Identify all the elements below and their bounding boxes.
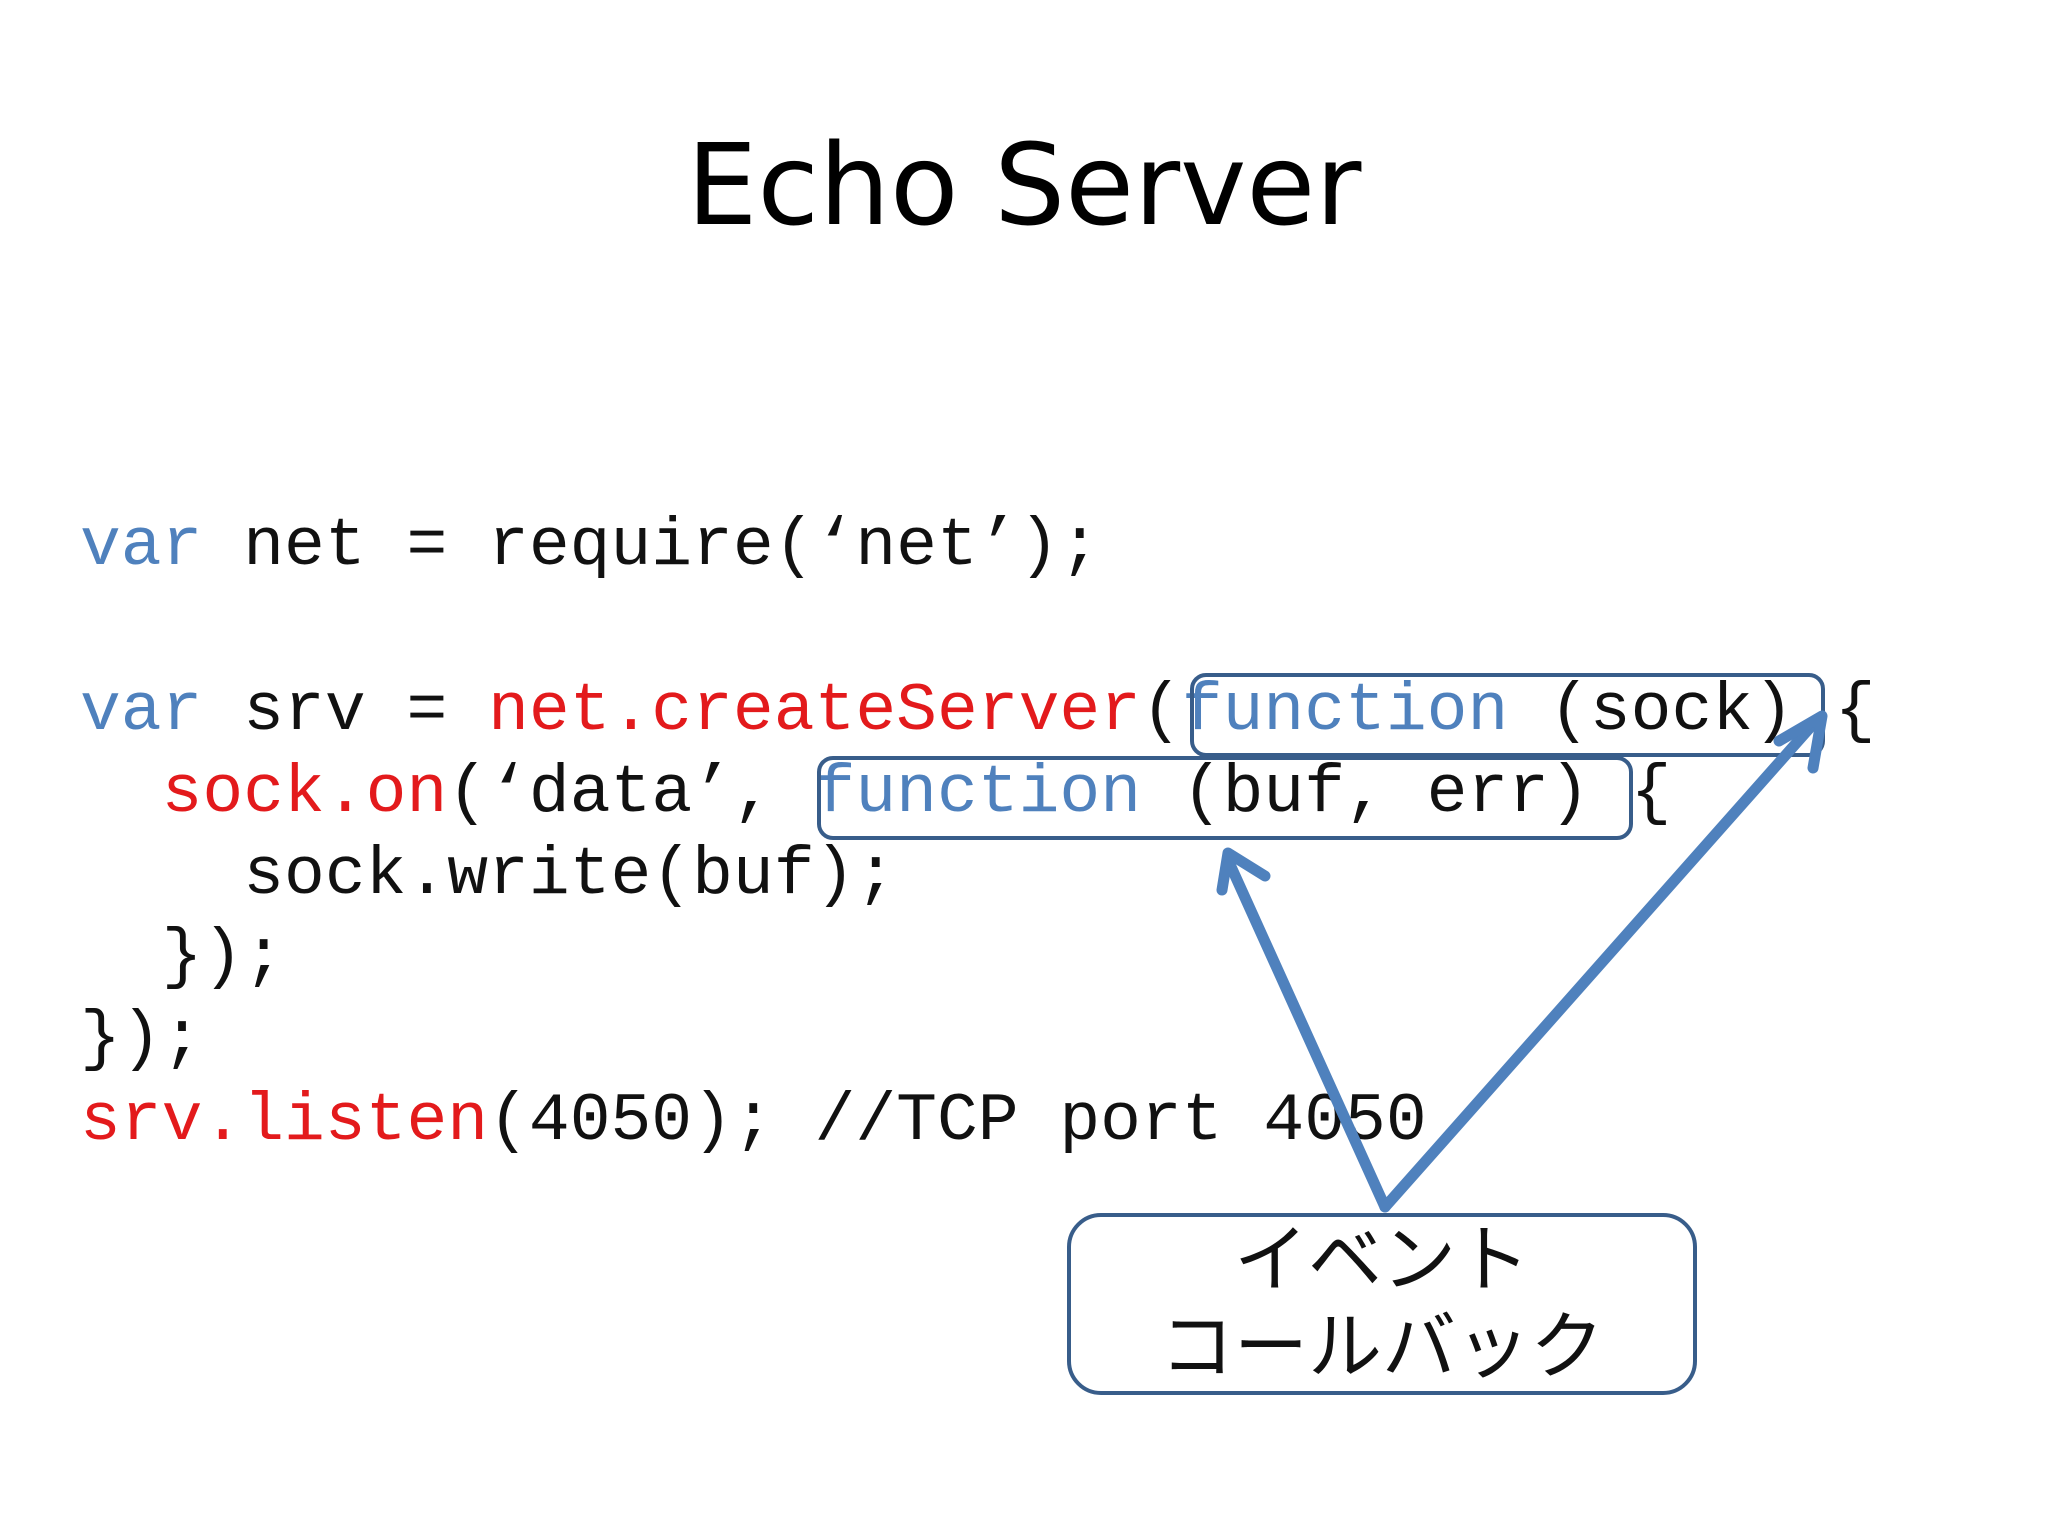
code-line-sock-write: sock.write(buf); (80, 837, 897, 914)
code-text: (‘data’, (447, 755, 815, 832)
highlight-box-sock-callback (1190, 673, 1825, 757)
code-line-close-outer: }); (80, 1001, 203, 1078)
arrow-to-sock-callback (1379, 716, 1821, 1213)
code-text: ( (1140, 673, 1182, 750)
event-callback-label-box: イベント コールバック (1067, 1213, 1697, 1395)
keyword-var: var (80, 508, 203, 585)
event-callback-label-line2: コールバック (1160, 1304, 1604, 1390)
arrow-to-data-callback (1222, 854, 1391, 1213)
slide-title: Echo Server (686, 121, 1362, 251)
create-server-call: net.createServer (488, 673, 1141, 750)
highlight-box-data-callback (817, 756, 1633, 840)
keyword-function: function (814, 755, 1141, 832)
event-callback-label-line1: イベント (1234, 1216, 1530, 1303)
code-text: net = require(‘net’); (202, 508, 1101, 585)
code-line-sock-on: sock.on(‘data’, function (buf, err) { (80, 760, 1672, 828)
keyword-function: function (1181, 673, 1509, 750)
arrowhead-data-callback (1216, 847, 1271, 896)
code-text: { (1793, 673, 1876, 750)
code-text: { (1589, 755, 1672, 832)
code-text: (buf, err) (1141, 755, 1590, 832)
code-line-require: var net = require(‘net’); (80, 513, 1100, 581)
code-line-listen: srv.listen(4050); //TCP port 4050 (80, 1088, 1427, 1156)
keyword-var: var (80, 673, 203, 750)
sock-on-call: sock.on (161, 755, 448, 832)
code-text: (4050); //TCP port 4050 (488, 1083, 1427, 1160)
arrowhead-sock-callback (1773, 710, 1828, 774)
code-line-close-inner: }); (80, 919, 285, 996)
srv-listen-call: srv.listen (80, 1083, 489, 1160)
code-text: srv = (202, 673, 489, 750)
code-line-create-server: var srv = net.createServer(function (soc… (80, 678, 1876, 746)
code-text: (sock) (1508, 673, 1794, 750)
